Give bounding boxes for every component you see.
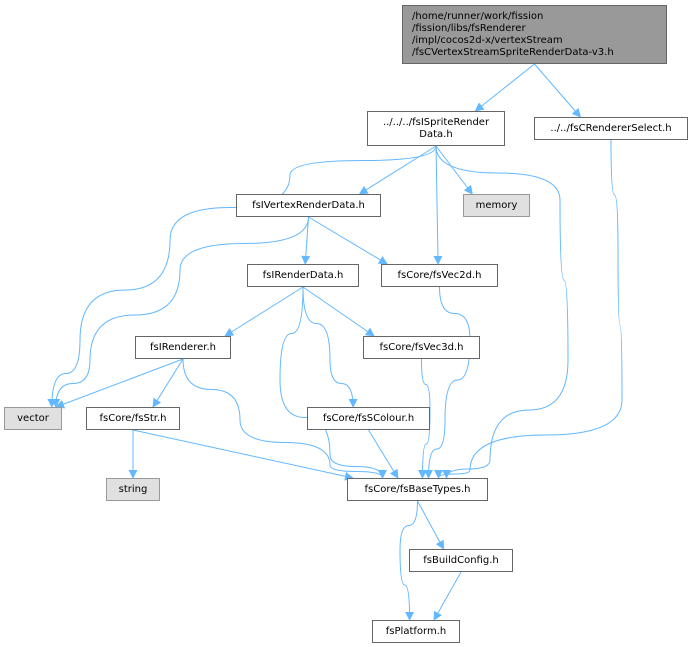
edge-fsIVertexRenderData-to-fsVec2d	[308, 216, 388, 265]
root-file-node: /home/runner/work/fission /fission/libs/…	[402, 5, 667, 64]
edge-fsIRenderer-to-fsStr	[152, 358, 184, 408]
edge-fsIRenderData-to-fsIRenderer	[224, 286, 304, 337]
edge-fsISpriteRenderData-to-fsBaseTypes	[435, 145, 569, 479]
node-fsVec2d[interactable]: fsCore/fsVec2d.h	[381, 264, 498, 287]
node-string: string	[106, 478, 160, 501]
node-fsIVertexRenderData[interactable]: fsIVertexRenderData.h	[236, 194, 381, 217]
edge-fsVec2d-to-fsBaseTypes	[424, 286, 471, 479]
edge-fsIVertexRenderData-to-vector	[51, 216, 309, 408]
node-memory: memory	[463, 194, 530, 217]
node-fsIRenderer[interactable]: fsIRenderer.h	[135, 336, 231, 359]
edge-fsVec3d-to-fsBaseTypes	[418, 358, 431, 479]
node-fsBuildConfig[interactable]: fsBuildConfig.h	[409, 549, 513, 572]
node-fsStr[interactable]: fsCore/fsStr.h	[86, 407, 180, 430]
edge-fsBaseTypes-to-fsBuildConfig	[417, 500, 445, 550]
node-fsIRenderData[interactable]: fsIRenderData.h	[247, 264, 359, 287]
edge-fsIRenderer-to-fsBaseTypes	[182, 358, 387, 479]
edge-fsISpriteRenderData-to-memory	[435, 145, 473, 195]
edge-fsBaseTypes-to-fsPlatform	[399, 500, 418, 621]
node-fsSColour[interactable]: fsCore/fsSColour.h	[307, 407, 430, 430]
edge-root-to-fsCRendererSelect	[534, 63, 581, 118]
edge-fsISpriteRenderData-to-vector	[47, 145, 437, 408]
edge-fsISpriteRenderData-to-fsIVertexRenderData	[358, 145, 437, 195]
node-fsPlatform[interactable]: fsPlatform.h	[372, 620, 460, 643]
edge-fsIRenderer-to-vector	[55, 358, 184, 409]
node-fsVec3d[interactable]: fsCore/fsVec3d.h	[363, 336, 480, 359]
edge-fsIRenderData-to-fsBaseTypes	[279, 286, 387, 479]
edge-fsBuildConfig-to-fsPlatform	[433, 571, 462, 621]
edge-root-to-fsISpriteRenderData	[474, 63, 535, 112]
node-fsCRendererSelect[interactable]: ../../fsCRendererSelect.h	[534, 117, 688, 140]
edge-fsIRenderData-to-fsVec3d	[302, 286, 375, 337]
edge-fsISpriteRenderData-to-fsVec2d	[433, 145, 443, 265]
node-fsBaseTypes[interactable]: fsCore/fsBaseTypes.h	[347, 478, 488, 501]
node-fsISpriteRenderData[interactable]: ../../../fsISpriteRender Data.h	[367, 111, 505, 146]
edge-fsIVertexRenderData-to-fsIRenderData	[301, 216, 311, 265]
node-vector: vector	[4, 407, 62, 430]
edge-fsSColour-to-fsBaseTypes	[368, 429, 399, 479]
edge-fsStr-to-fsBaseTypes	[132, 429, 354, 481]
edge-fsIRenderData-to-fsSColour	[302, 286, 358, 408]
edge-fsCRendererSelect-to-fsBaseTypes	[434, 139, 623, 479]
